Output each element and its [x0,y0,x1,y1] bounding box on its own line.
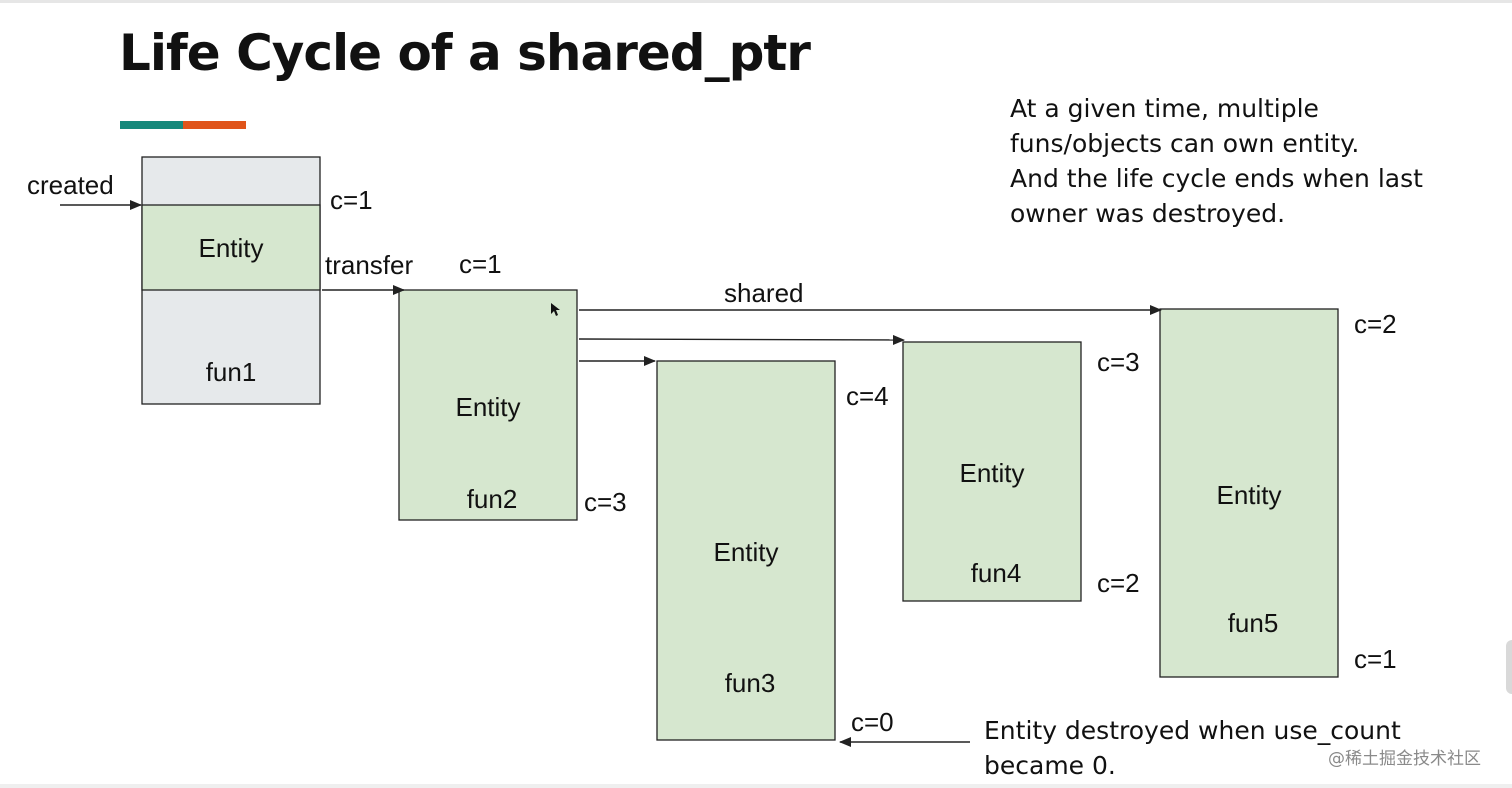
shared-arrow-fun4 [578,334,905,345]
shared-label: shared [724,278,804,308]
mouse-cursor-icon [551,303,560,316]
entity-box-fun2 [398,289,578,521]
watermark: @稀土掘金技术社区 [1328,749,1481,769]
note-ownership-line: funs/objects can own entity. [1010,129,1360,158]
use-count-fun4-end: c=2 [1097,568,1140,598]
owner-label-fun4: fun4 [971,558,1022,588]
owner-label-fun1: fun1 [206,357,257,387]
use-count-fun4-start: c=3 [1097,347,1140,377]
note-ownership-line: At a given time, multiple [1010,94,1319,123]
use-count-fun5-start: c=2 [1354,309,1397,339]
created-label: created [27,170,114,200]
title-accent-teal [120,121,183,129]
entity-box-fun5 [1159,308,1339,678]
use-count-fun5-end: c=1 [1354,644,1397,674]
entity-box-fun3 [656,360,836,741]
note-ownership-line: owner was destroyed. [1010,199,1286,228]
note-ownership: At a given time, multiple funs/objects c… [1010,91,1423,231]
use-count-fun1: c=1 [330,185,373,215]
note-destroyed: Entity destroyed when use_count became 0… [984,713,1401,783]
entity-band-fun1 [141,204,321,291]
entity-label: Entity [455,392,520,422]
note-destroyed-line: Entity destroyed when use_count [984,716,1401,745]
owner-box-fun5: Entity fun5 [1159,308,1339,678]
owner-box-fun4: Entity fun4 [902,341,1082,602]
bottom-border [0,784,1512,788]
note-destroyed-line: became 0. [984,751,1116,780]
owner-label-fun5: fun5 [1228,608,1279,638]
owner-box-fun2: Entity fun2 [398,289,578,521]
owner-box-fun1: Entity fun1 [141,156,321,405]
use-count-fun2-end: c=3 [584,487,627,517]
page-title: Life Cycle of a shared_ptr [119,24,811,82]
owner-label-fun2: fun2 [467,484,518,514]
entity-box-fun4 [902,341,1082,602]
side-panel-handle[interactable] [1506,640,1512,694]
entity-label: Entity [198,233,263,263]
entity-label: Entity [959,458,1024,488]
use-count-fun3-start: c=4 [846,381,889,411]
use-count-fun2-start: c=1 [459,249,502,279]
use-count-fun3-end: c=0 [851,707,894,737]
entity-label: Entity [713,537,778,567]
owner-label-fun3: fun3 [725,668,776,698]
title-accent-orange [183,121,246,129]
note-ownership-line: And the life cycle ends when last [1010,164,1423,193]
entity-label: Entity [1216,480,1281,510]
transfer-label: transfer [325,250,413,280]
owner-box-fun3: Entity fun3 [656,360,836,741]
top-border [0,0,1512,3]
